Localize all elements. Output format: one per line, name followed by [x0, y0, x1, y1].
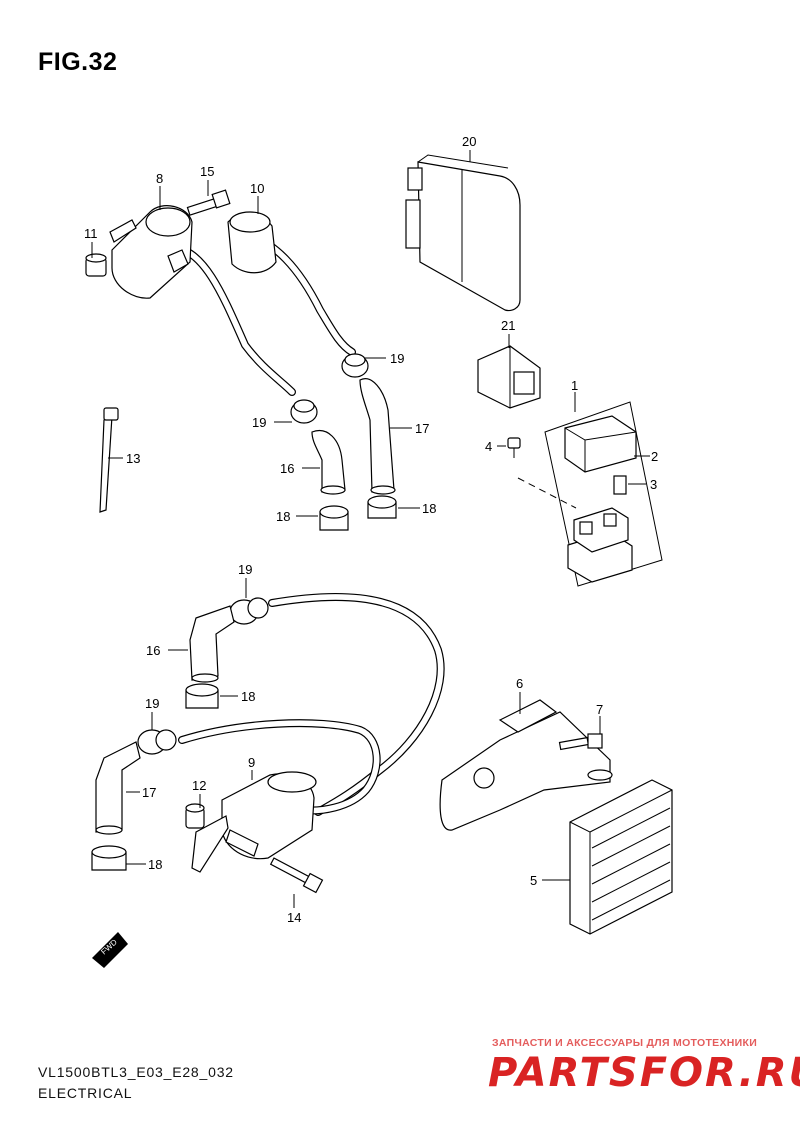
fuse-3: [613, 475, 627, 495]
callout-18-lower-top: 18: [241, 689, 255, 704]
callout-10: 10: [250, 181, 264, 196]
starter-relay-1: [507, 401, 663, 587]
ignition-coil-rear-cables: [178, 592, 445, 816]
bolt-7: [558, 733, 603, 751]
callout-4: 4: [485, 439, 492, 454]
callout-6: 6: [516, 676, 523, 691]
callout-11: 11: [84, 226, 98, 241]
figure-title: FIG.32: [38, 48, 118, 76]
callouts: 1 2 3 4 5 6 7 8 9 10 11 12 13 14 15 16 1…: [84, 134, 658, 925]
plug-boot-19-upper-right: [341, 353, 369, 378]
callout-21: 21: [501, 318, 515, 333]
callout-16-upper: 16: [280, 461, 294, 476]
plug-boot-19-lower-top: [229, 597, 269, 625]
cable-tie-13: [99, 407, 119, 513]
callout-16-lower: 16: [146, 643, 160, 658]
plug-boot-19-upper-left: [290, 399, 318, 424]
leader-lines: [91, 150, 650, 908]
callout-17-lower: 17: [142, 785, 156, 800]
section-name: ELECTRICAL: [38, 1085, 133, 1101]
callout-5: 5: [530, 873, 537, 888]
callout-19-upper-right: 19: [390, 351, 404, 366]
plug-cap-16-upper: [311, 430, 346, 495]
callout-13: 13: [126, 451, 140, 466]
seal-18-upper-left: [319, 505, 349, 531]
callout-3: 3: [650, 477, 657, 492]
callout-18-lower-bottom: 18: [148, 857, 162, 872]
connector-21: [477, 345, 541, 409]
plug-cap-17-upper: [359, 378, 396, 495]
callout-19-upper-left: 19: [252, 415, 266, 430]
callout-18-upper-left: 18: [276, 509, 290, 524]
plug-cap-16-lower: [189, 605, 235, 683]
bolt-4: [507, 437, 521, 458]
spacer-12: [185, 803, 205, 829]
model-code: VL1500BTL3_E03_E28_032: [38, 1064, 234, 1080]
watermark-tagline: ЗАПЧАСТИ И АКСЕССУАРЫ ДЛЯ МОТОТЕХНИКИ: [492, 1037, 758, 1049]
noise-suppressor-10: [227, 211, 277, 274]
relay-cover-2: [564, 415, 637, 473]
regulator-rectifier-5: [569, 779, 673, 935]
plug-cap-17-lower: [95, 741, 141, 835]
callout-9: 9: [248, 755, 255, 770]
plug-boot-19-lower-bottom: [137, 729, 177, 755]
callout-12: 12: [192, 778, 206, 793]
ignition-coil-9: [191, 771, 317, 873]
bolt-15: [186, 189, 231, 216]
front-arrow-icon: FWD: [92, 932, 128, 968]
callout-19-lower-bottom: 19: [145, 696, 159, 711]
callout-14: 14: [287, 910, 301, 925]
bracket-6: [439, 699, 613, 831]
ecm-20: [405, 154, 521, 312]
callout-8: 8: [156, 171, 163, 186]
seal-18-lower-top: [185, 683, 219, 709]
watermark-logo: PARTSFOR.RU: [488, 1050, 800, 1096]
callout-2: 2: [651, 449, 658, 464]
callout-19-lower-top: 19: [238, 562, 252, 577]
relay-base: [567, 507, 633, 583]
callout-1: 1: [571, 378, 578, 393]
bolt-14: [269, 857, 324, 894]
seal-18-upper-right: [367, 495, 397, 519]
callout-15: 15: [200, 164, 214, 179]
callout-20: 20: [462, 134, 476, 149]
spacer-11: [85, 253, 107, 277]
callout-17-upper: 17: [415, 421, 429, 436]
seal-18-lower-bottom: [91, 845, 127, 871]
callout-18-upper-right: 18: [422, 501, 436, 516]
callout-7: 7: [596, 702, 603, 717]
